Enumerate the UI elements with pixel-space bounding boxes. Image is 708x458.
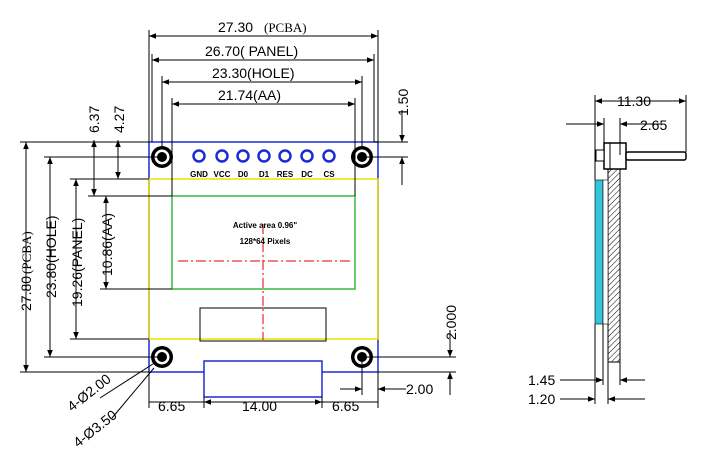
pin-pad: [322, 149, 336, 163]
pin-label-d0: D0: [238, 170, 249, 179]
dim-2-000: 2.000: [443, 305, 459, 340]
mounting-hole-bottom-left: [151, 346, 173, 368]
front-view: Active area 0.96" 128*64 Pixels GND VCC …: [148, 141, 379, 398]
dim-width-aa: 21.74(AA): [218, 87, 281, 103]
dim-1-45: 1.45: [528, 372, 555, 388]
pin-label-vcc: VCC: [214, 170, 231, 179]
dim-2-00: 2.00: [406, 381, 433, 397]
pin-pad: [278, 149, 292, 163]
panel-slot: [199, 307, 327, 342]
pin-label-d1: D1: [259, 170, 270, 179]
dim-4-27: 4.27: [111, 106, 127, 133]
dim-1-20: 1.20: [528, 391, 555, 407]
pixel-count-label: 128*64 Pixels: [240, 237, 291, 246]
side-dimension-labels: 11.30 2.65 1.45 1.20: [528, 93, 667, 407]
side-view: [594, 142, 687, 363]
dim-2-65: 2.65: [640, 117, 667, 133]
flex-connector: [203, 360, 323, 398]
dim-height-hole: 23.80(HOLE): [43, 216, 59, 298]
dim-6-65-right: 6.65: [332, 398, 359, 414]
dim-height-pcba: 27.80(PCBA): [18, 231, 34, 311]
side-pcb: [607, 154, 621, 363]
pin-pad: [236, 149, 250, 163]
pin-pad: [192, 149, 206, 163]
side-dimensions: [560, 95, 687, 404]
front-dimension-labels: 27.30 (PCBA) 26.70( PANEL) 23.30(HOLE) 2…: [18, 19, 459, 450]
pin-pad: [215, 149, 229, 163]
dim-width-panel: 26.70( PANEL): [205, 43, 298, 59]
pin-label-dc: DC: [301, 170, 313, 179]
active-area-label: Active area 0.96": [233, 221, 297, 230]
side-header-base: [603, 142, 627, 170]
side-header-pin: [625, 151, 687, 161]
dim-width-pcba-unit: (PCBA): [264, 20, 307, 35]
dim-height-aa: 10.86(AA): [99, 213, 115, 276]
pin-pad: [300, 149, 314, 163]
pin-pad: [257, 149, 271, 163]
leader-hole-small: [99, 361, 157, 399]
mounting-hole-bottom-right: [351, 346, 373, 368]
mounting-hole-top-left: [151, 146, 173, 168]
pin-label-gnd: GND: [190, 170, 208, 179]
header-pins: GND VCC D0 D1 RES DC CS: [190, 149, 336, 179]
dim-1-50: 1.50: [395, 89, 411, 116]
dim-6-65-left: 6.65: [158, 398, 185, 414]
side-panel: [594, 179, 604, 325]
hole-small-label: 4-Ø2.00: [64, 370, 114, 414]
dim-14-00: 14.00: [242, 398, 277, 414]
front-dimensions: [20, 30, 456, 419]
pin-label-res: RES: [277, 170, 294, 179]
dim-height-panel: 19.26(PANEL): [69, 218, 85, 307]
active-area-outline: [171, 195, 356, 290]
dim-6-37: 6.37: [86, 106, 102, 133]
leader-hole-large: [111, 367, 155, 419]
hole-large-label: 4-Ø3.50: [70, 406, 120, 450]
dim-11-30: 11.30: [617, 93, 651, 109]
dim-width-pcba: 27.30: [218, 19, 253, 35]
pin-label-cs: CS: [323, 170, 335, 179]
dim-width-hole: 23.30(HOLE): [212, 65, 294, 81]
